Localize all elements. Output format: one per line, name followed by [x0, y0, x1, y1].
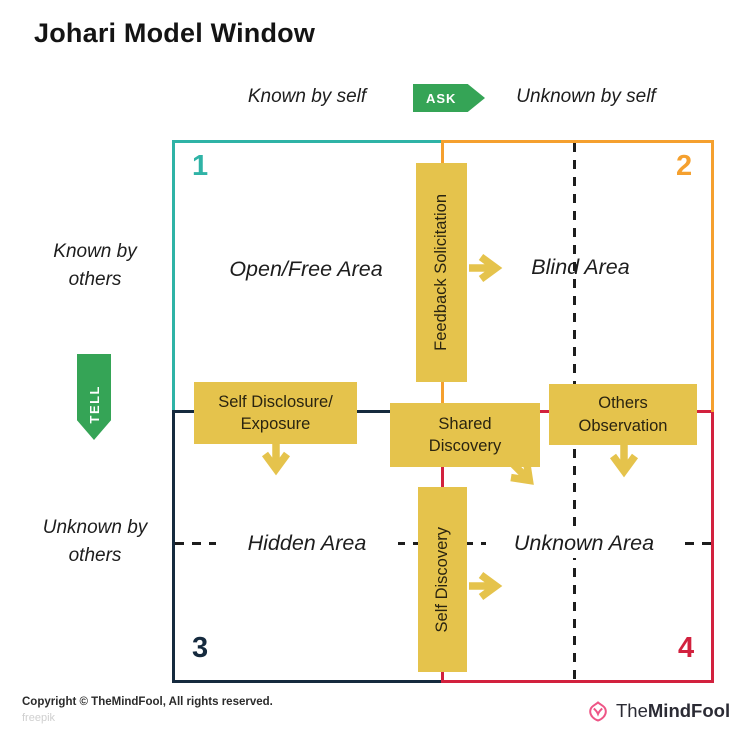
- ask-arrow-icon: ASK: [413, 84, 485, 112]
- freepik-watermark: freepik: [22, 712, 56, 724]
- hidden-area-label: Hidden Area: [216, 529, 398, 558]
- brand-text: TheMindFool: [616, 700, 730, 722]
- self-discovery-box: Self Discovery: [418, 487, 467, 672]
- ask-label: ASK: [426, 90, 457, 106]
- self-disclosure-line2: Exposure: [240, 415, 311, 433]
- axis-known-by-self: Known by self: [247, 86, 367, 107]
- brand-name: MindFool: [647, 700, 731, 721]
- feedback-right-arrow-icon: [469, 252, 505, 284]
- tulip-heart-icon: [589, 701, 607, 722]
- blind-area-label: Blind Area: [531, 255, 630, 279]
- open-free-area-label: Open/Free Area: [229, 257, 383, 281]
- shared-discovery-box: Shared Discovery: [390, 403, 540, 467]
- quadrant-4-number: 4: [678, 632, 695, 664]
- axis-unknown-by-self: Unknown by self: [516, 86, 656, 107]
- feedback-solicitation-label: Feedback Solicitation: [432, 194, 451, 351]
- self-disclosure-line1: Self Disclosure/: [218, 392, 333, 411]
- shared-discovery-line1: Shared: [438, 414, 492, 433]
- quadrant-3-number: 3: [192, 632, 209, 664]
- tell-arrow-icon: TELL: [77, 354, 111, 440]
- self-disclosure-down-arrow-icon: [260, 442, 292, 478]
- border-bottom-q3: [172, 680, 443, 683]
- border-bottom-q4: [443, 680, 714, 683]
- border-right-q2: [711, 140, 714, 412]
- border-left-q3: [172, 412, 175, 683]
- border-top-q2: [443, 140, 714, 143]
- unknown-area-label: Unknown Area: [486, 529, 682, 558]
- others-observation-line1: Others: [598, 394, 648, 413]
- others-observation-box: Others Observation: [549, 384, 697, 445]
- quadrant-1-number: 1: [192, 150, 209, 182]
- feedback-solicitation-box: Feedback Solicitation: [416, 163, 467, 382]
- shared-discovery-diagonal-arrow-icon: [499, 450, 547, 498]
- shared-discovery-line2: Discovery: [428, 437, 502, 455]
- border-left-q1: [172, 140, 175, 412]
- copyright-text: Copyright © TheMindFool, All rights rese…: [22, 696, 273, 708]
- axis-known-by-others: Known by others: [53, 241, 137, 290]
- axis-unknown-by-others: Unknown by others: [42, 517, 148, 566]
- self-disclosure-box: Self Disclosure/ Exposure: [194, 382, 357, 444]
- brand-prefix: The: [616, 700, 648, 721]
- quadrant-2-number: 2: [676, 150, 693, 182]
- page-title: Johari Model Window: [34, 18, 316, 48]
- themindfool-logo: TheMindFool: [586, 699, 730, 723]
- self-discovery-label: Self Discovery: [433, 526, 452, 633]
- others-observation-down-arrow-icon: [608, 444, 640, 480]
- self-discovery-right-arrow-icon: [469, 570, 505, 602]
- border-top-q1: [172, 140, 443, 143]
- others-observation-line2: Observation: [578, 416, 668, 435]
- border-right-q4: [711, 412, 714, 683]
- tell-label: TELL: [86, 384, 102, 424]
